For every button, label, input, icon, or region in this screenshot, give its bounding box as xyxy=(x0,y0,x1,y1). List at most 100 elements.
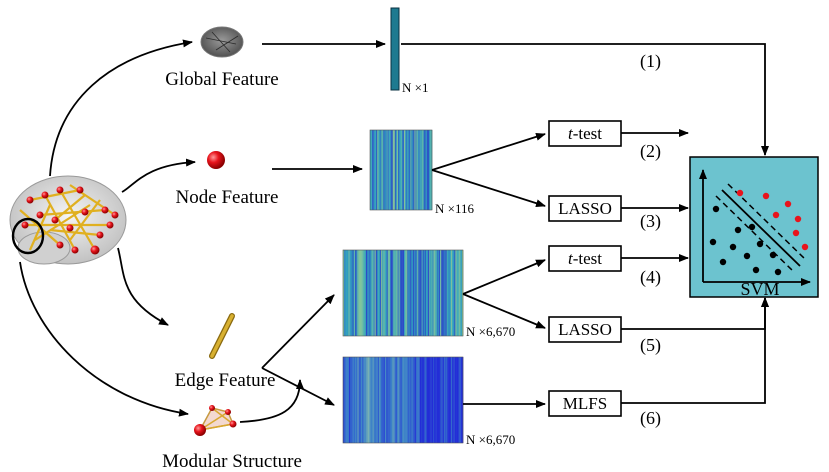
matrix-stripe xyxy=(430,130,433,210)
matrix-stripe xyxy=(417,250,419,336)
matrix-stripe xyxy=(358,250,360,336)
matrix-stripe xyxy=(418,357,421,443)
matrix-stripe xyxy=(421,130,423,210)
matrix-stripe xyxy=(432,250,434,336)
matrix-stripe xyxy=(435,250,438,336)
svm-red-points xyxy=(736,189,809,251)
matrix-stripe xyxy=(378,130,380,210)
matrix-stripe xyxy=(395,250,397,336)
arrow-node-to-lasso xyxy=(431,169,546,208)
svm-label: SVM xyxy=(740,279,779,299)
matrix-stripe xyxy=(355,250,357,336)
matrix-stripe xyxy=(457,250,459,336)
svm-classifier-panel: SVM xyxy=(689,156,819,299)
matrix-stripe xyxy=(404,357,406,443)
matrix-stripe xyxy=(407,130,409,210)
matrix-stripe xyxy=(380,250,382,336)
matrix-stripe xyxy=(396,130,399,210)
matrix-stripe xyxy=(393,130,396,210)
matrix-stripe xyxy=(365,250,368,336)
lasso-edge-box xyxy=(548,316,622,343)
ttest-edge-t: t xyxy=(568,249,574,268)
matrix-stripe xyxy=(374,250,377,336)
matrix-stripe xyxy=(390,130,392,210)
matrix-stripe xyxy=(434,357,436,443)
matrix-border xyxy=(342,356,464,444)
selected-edge-circle xyxy=(11,217,45,255)
ttest-node-box xyxy=(548,120,622,147)
matrix-stripe xyxy=(410,130,412,210)
matrix-stripe xyxy=(441,357,443,443)
matrix-stripe xyxy=(429,250,431,336)
matrix-stripe xyxy=(433,357,435,443)
matrix-stripe xyxy=(392,130,395,210)
matrix-stripe xyxy=(346,357,349,443)
arrow-edge-to-modular-matrix xyxy=(261,367,335,406)
matrix-stripe xyxy=(437,250,440,336)
matrix-stripe xyxy=(376,130,378,210)
matrix-stripe xyxy=(397,357,399,443)
matrix-stripe xyxy=(377,357,380,443)
path-1-line xyxy=(401,43,769,156)
matrix-stripe xyxy=(428,250,430,336)
matrix-stripe xyxy=(421,250,423,336)
matrix-stripe xyxy=(360,250,362,336)
matrix-stripe xyxy=(384,130,386,210)
matrix-stripe xyxy=(400,357,403,443)
matrix-stripe xyxy=(449,357,452,443)
matrix-stripe xyxy=(382,357,385,443)
path-5-label: (5) xyxy=(640,335,661,356)
matrix-stripe xyxy=(415,250,417,336)
lasso-node-label: LASSO xyxy=(558,199,612,218)
matrix-stripe xyxy=(437,357,440,443)
matrix-stripe xyxy=(393,357,395,443)
matrix-stripe xyxy=(458,357,460,443)
matrix-stripe xyxy=(368,357,370,443)
matrix-stripe xyxy=(416,130,418,210)
arrow-brain-to-edge xyxy=(117,247,169,326)
matrix-stripe xyxy=(417,130,419,210)
matrix-stripe xyxy=(396,250,398,336)
matrix-stripe xyxy=(374,130,376,210)
matrix-stripe xyxy=(430,250,432,336)
matrix-stripe xyxy=(401,250,404,336)
matrix-stripe xyxy=(385,357,387,443)
matrix-stripe xyxy=(367,357,369,443)
arrow-brain-to-node xyxy=(121,158,196,193)
matrix-stripe xyxy=(425,357,428,443)
matrix-stripe xyxy=(413,130,415,210)
matrix-stripe xyxy=(391,357,393,443)
path-5-line xyxy=(621,297,769,330)
matrix-stripe xyxy=(427,250,429,336)
matrix-stripe xyxy=(444,250,446,336)
matrix-stripe xyxy=(424,250,427,336)
lasso-edge-label: LASSO xyxy=(558,320,612,339)
matrix-stripe xyxy=(377,250,380,336)
global-feature-vector xyxy=(390,7,400,91)
matrix-stripe xyxy=(356,250,358,336)
node-feature-label: Node Feature xyxy=(176,187,279,208)
matrix-stripe xyxy=(376,357,379,443)
svm-decision-boundary xyxy=(721,189,801,267)
matrix-stripe xyxy=(411,357,413,443)
matrix-stripe xyxy=(350,357,352,443)
matrix-stripe xyxy=(402,130,404,210)
matrix-stripe xyxy=(404,130,406,210)
matrix-stripe xyxy=(410,357,412,443)
matrix-stripe xyxy=(347,250,349,336)
matrix-stripe xyxy=(369,250,371,336)
matrix-stripe xyxy=(398,250,401,336)
ttest-node-label: t-test xyxy=(568,124,602,143)
matrix-stripe xyxy=(381,250,383,336)
node-ball-icon xyxy=(207,151,225,169)
matrix-stripe xyxy=(445,250,447,336)
matrix-stripe xyxy=(433,250,435,336)
svm-black-points xyxy=(709,205,782,276)
matrix-stripe xyxy=(393,250,395,336)
matrix-stripe xyxy=(389,357,392,443)
matrix-stripe xyxy=(403,130,405,210)
edge-dim-label: N ×6,670 xyxy=(466,324,515,339)
matrix-stripe xyxy=(427,357,429,443)
matrix-stripe xyxy=(351,357,353,443)
matrix-stripe xyxy=(375,357,377,443)
